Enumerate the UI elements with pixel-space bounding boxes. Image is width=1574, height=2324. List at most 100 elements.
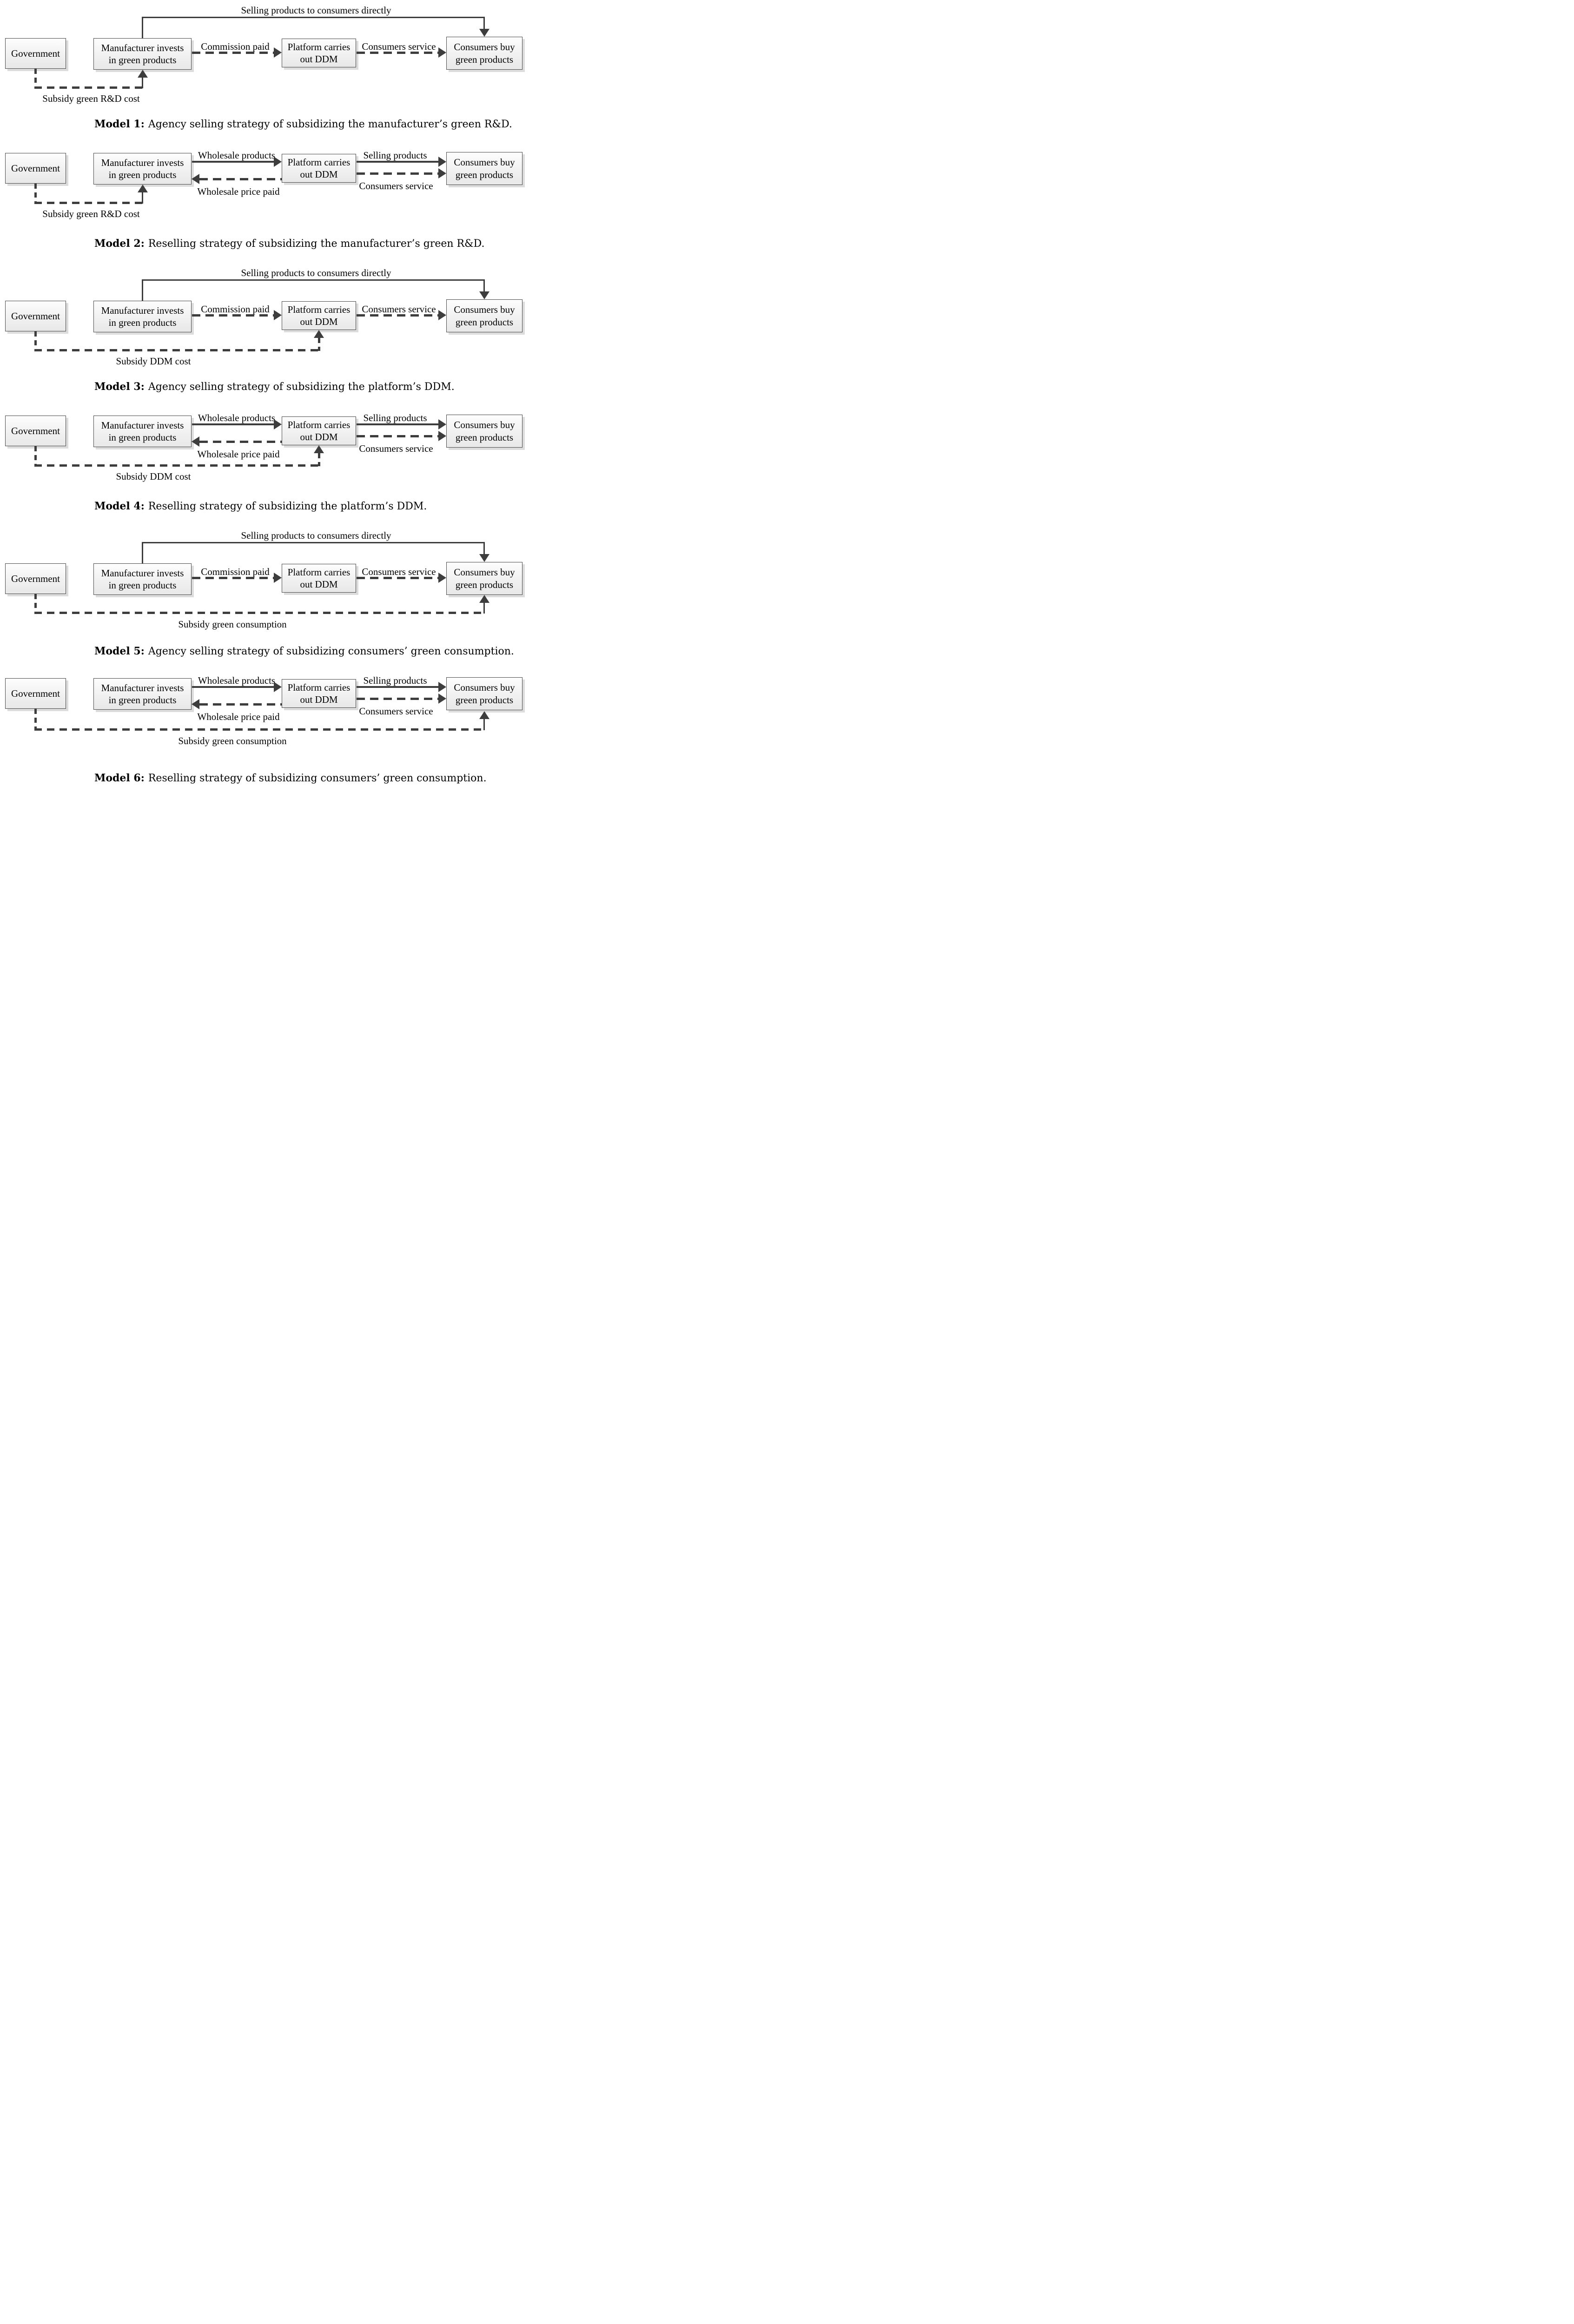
m6-consumers-label: Consumers buy green products	[454, 682, 515, 706]
m4-consumers-label: Consumers buy green products	[454, 419, 515, 443]
m5-subsidy-line-across	[34, 612, 485, 614]
m2-selling-line	[357, 161, 438, 163]
m6-subsidy-label: Subsidy green consumption	[178, 735, 287, 746]
m6-wholesale-price-dashed-line	[199, 703, 282, 706]
m4-caption-text: Reselling strategy of subsidizing the pl…	[148, 501, 427, 512]
m3-direct-selling-label: Selling products to consumers directly	[241, 267, 391, 278]
model-3-diagram: Selling products to consumers directly G…	[0, 263, 525, 394]
m1-consumers-label: Consumers buy green products	[454, 41, 515, 65]
m5-loop-line-up	[142, 542, 143, 563]
m2-wholesale-products-label: Wholesale products	[198, 150, 276, 161]
m1-platform-box: Platform carries out DDM	[282, 39, 356, 67]
m6-wholesale-products-label: Wholesale products	[198, 675, 276, 686]
m4-wholesale-price-dashed-line	[199, 441, 282, 443]
m6-wholesale-price-label: Wholesale price paid	[197, 711, 280, 722]
m5-subsidy-line-up	[483, 602, 485, 614]
m2-service-arrowhead	[438, 168, 446, 178]
m5-service-label: Consumers service	[362, 566, 436, 577]
m6-caption-number: Model 6:	[94, 772, 145, 784]
m1-loop-line-down	[483, 17, 485, 29]
m6-government-label: Government	[11, 687, 60, 699]
m1-platform-label: Platform carries out DDM	[287, 41, 351, 65]
m3-subsidy-line-across	[34, 349, 320, 351]
m5-government-label: Government	[11, 573, 60, 584]
m3-manufacturer-box: Manufacturer invests in green products	[93, 301, 192, 332]
m3-platform-label: Platform carries out DDM	[287, 304, 351, 327]
m4-wholesale-products-line	[192, 423, 274, 425]
m3-government-label: Government	[11, 310, 60, 322]
m1-government-box: Government	[5, 38, 66, 69]
m2-wholesale-price-arrowhead	[192, 174, 199, 184]
m6-government-box: Government	[5, 678, 66, 709]
m1-commission-arrowhead	[274, 47, 282, 58]
m4-service-arrowhead	[438, 431, 446, 441]
m4-subsidy-line-down	[34, 446, 37, 465]
m4-government-label: Government	[11, 425, 60, 436]
figure-six-game-models: Selling products to consumers directly G…	[0, 0, 525, 788]
m1-loop-line-across	[142, 17, 485, 18]
m1-commission-label: Commission paid	[201, 41, 270, 52]
m6-consumers-box: Consumers buy green products	[446, 677, 522, 710]
m2-platform-label: Platform carries out DDM	[287, 156, 351, 180]
m6-selling-label: Selling products	[363, 675, 427, 686]
m3-commission-label: Commission paid	[201, 304, 270, 315]
m3-service-label: Consumers service	[362, 304, 436, 315]
m6-platform-label: Platform carries out DDM	[287, 681, 351, 705]
m6-subsidy-line-across	[34, 728, 485, 731]
m2-subsidy-line-across	[34, 202, 144, 204]
m1-subsidy-line-up	[142, 77, 143, 88]
m2-consumers-box: Consumers buy green products	[446, 152, 522, 185]
m2-manufacturer-box: Manufacturer invests in green products	[93, 153, 192, 185]
m4-selling-arrowhead	[438, 419, 446, 429]
m4-manufacturer-box: Manufacturer invests in green products	[93, 416, 192, 447]
m4-caption-number: Model 4:	[94, 500, 145, 512]
m6-service-arrowhead	[438, 693, 446, 704]
m3-subsidy-arrowhead	[314, 330, 324, 338]
m4-manufacturer-label: Manufacturer invests in green products	[101, 419, 184, 443]
m5-consumers-label: Consumers buy green products	[454, 567, 515, 590]
m5-commission-dashed-line	[192, 577, 274, 579]
m2-platform-box: Platform carries out DDM	[282, 154, 356, 183]
m6-caption-text: Reselling strategy of subsidizing consum…	[148, 772, 487, 784]
m5-loop-arrowhead-down	[479, 554, 489, 562]
m3-caption: Model 3:Agency selling strategy of subsi…	[94, 380, 525, 394]
m6-subsidy-line-down	[34, 709, 37, 729]
m1-manufacturer-box: Manufacturer invests in green products	[93, 38, 192, 70]
m3-manufacturer-label: Manufacturer invests in green products	[101, 304, 184, 328]
m3-loop-line-across	[142, 279, 485, 281]
m4-selling-line	[357, 423, 438, 425]
m2-wholesale-products-line	[192, 161, 274, 163]
m1-caption: Model 1:Agency selling strategy of subsi…	[94, 118, 525, 132]
m4-platform-box: Platform carries out DDM	[282, 416, 356, 445]
m3-caption-text: Agency selling strategy of subsidizing t…	[148, 381, 455, 393]
model-2-diagram: Government Manufacturer invests in green…	[0, 131, 525, 263]
m5-government-box: Government	[5, 563, 66, 594]
m5-commission-arrowhead	[274, 573, 282, 583]
m2-wholesale-price-dashed-line	[199, 178, 282, 180]
m3-caption-number: Model 3:	[94, 381, 145, 393]
m6-caption: Model 6:Reselling strategy of subsidizin…	[94, 772, 525, 786]
m2-caption-text: Reselling strategy of subsidizing the ma…	[148, 238, 485, 250]
m1-direct-selling-label: Selling products to consumers directly	[241, 5, 391, 16]
m5-subsidy-arrowhead	[479, 595, 489, 603]
m6-service-dashed-line	[357, 698, 438, 700]
m5-caption: Model 5:Agency selling strategy of subsi…	[94, 645, 525, 659]
m3-government-box: Government	[5, 301, 66, 331]
m2-subsidy-line-down	[34, 184, 37, 203]
m5-direct-selling-label: Selling products to consumers directly	[241, 530, 391, 541]
m4-subsidy-line-up	[318, 453, 320, 466]
m4-caption: Model 4:Reselling strategy of subsidizin…	[94, 500, 525, 514]
m1-service-arrowhead	[438, 47, 446, 58]
model-1-diagram: Selling products to consumers directly G…	[0, 0, 525, 131]
m2-consumers-label: Consumers buy green products	[454, 157, 515, 180]
m4-service-label: Consumers service	[359, 443, 433, 454]
m1-commission-dashed-line	[192, 52, 274, 54]
m3-consumers-box: Consumers buy green products	[446, 299, 522, 332]
m5-commission-label: Commission paid	[201, 566, 270, 577]
m1-caption-text: Agency selling strategy of subsidizing t…	[148, 119, 512, 130]
m1-manufacturer-label: Manufacturer invests in green products	[101, 42, 184, 66]
m3-loop-arrowhead-down	[479, 291, 489, 299]
m5-manufacturer-box: Manufacturer invests in green products	[93, 563, 192, 595]
m2-subsidy-arrowhead	[138, 185, 148, 192]
model-4-diagram: Government Manufacturer invests in green…	[0, 394, 525, 525]
